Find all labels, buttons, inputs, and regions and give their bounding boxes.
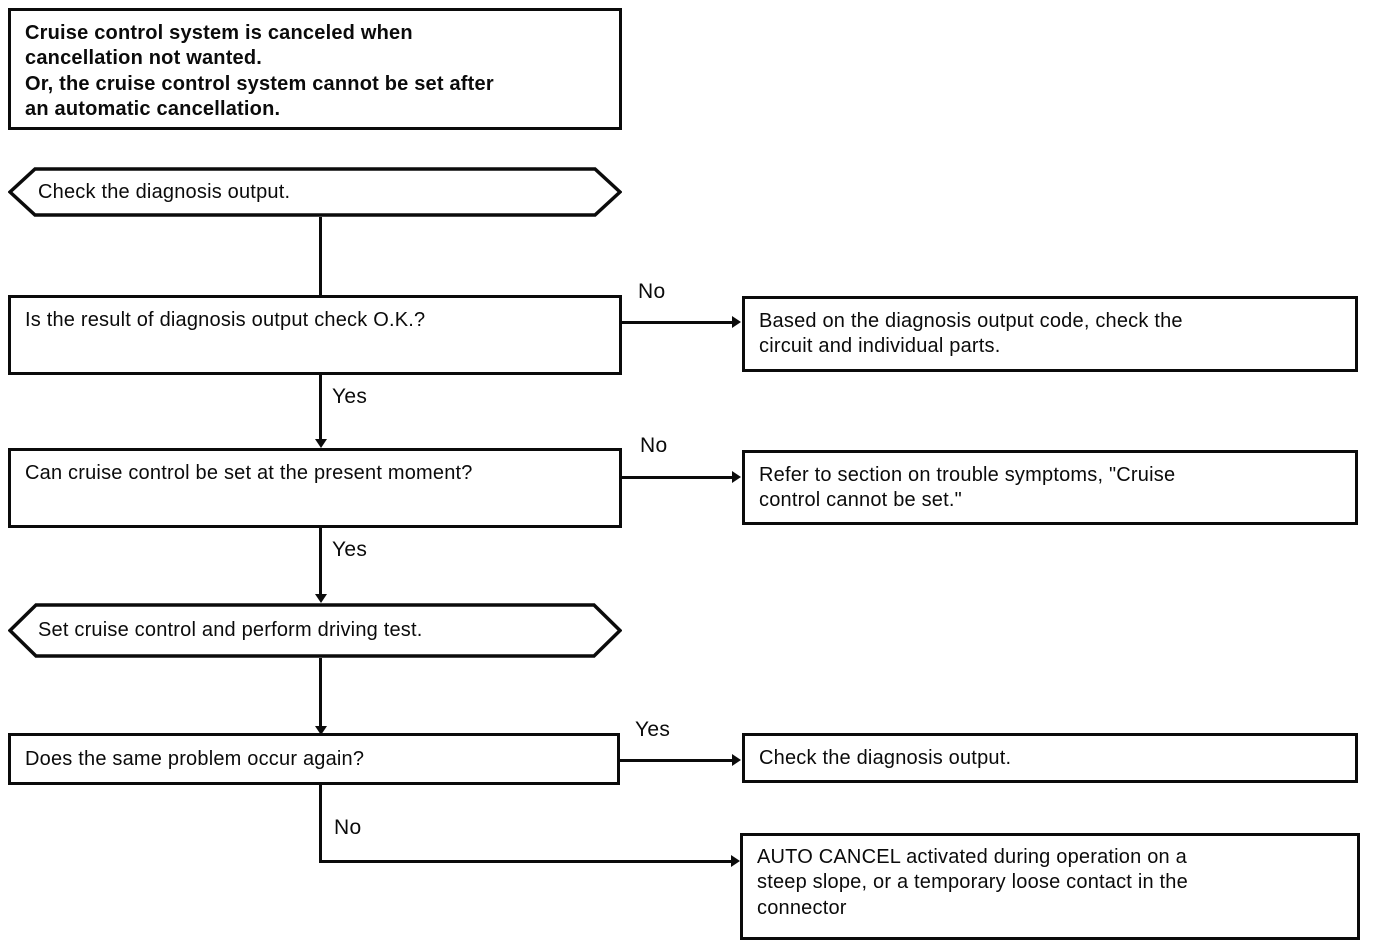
- hexagon-shape: [8, 603, 622, 658]
- problem-statement-box: Cruise control system is canceled when c…: [8, 8, 622, 130]
- q2-no-label: No: [640, 434, 668, 457]
- connector-q3-no-horizontal: [319, 860, 735, 863]
- connector-q2-no: [622, 476, 734, 479]
- decision-diagnosis-ok-box: Is the result of diagnosis output check …: [8, 295, 622, 375]
- arrowhead-q3-no: [731, 855, 740, 867]
- action-refer-symptoms-box: Refer to section on trouble symptoms, "C…: [742, 450, 1358, 525]
- connector-q2-yes: [319, 528, 322, 596]
- arrowhead-test-to-q3: [315, 726, 327, 735]
- connector-q3-no-vertical: [319, 785, 322, 863]
- connector-test-to-q3: [319, 658, 322, 728]
- arrowhead-q2-yes: [315, 594, 327, 603]
- step-driving-test-label: Set cruise control and perform driving t…: [38, 619, 423, 641]
- arrowhead-q3-yes: [732, 754, 741, 766]
- decision-problem-again-box: Does the same problem occur again?: [8, 733, 620, 785]
- hexagon-shape: [8, 167, 622, 217]
- q1-yes-label: Yes: [332, 385, 368, 408]
- arrowhead-q2-no: [732, 471, 741, 483]
- connector-q1-no: [622, 321, 734, 324]
- arrowhead-q1-no: [732, 316, 741, 328]
- q3-no-label: No: [334, 816, 362, 839]
- q1-no-label: No: [638, 280, 666, 303]
- q3-yes-label: Yes: [635, 718, 671, 741]
- step-check-diagnosis-hexagon: Check the diagnosis output.: [8, 167, 622, 217]
- action-check-output-box: Check the diagnosis output.: [742, 733, 1358, 783]
- arrowhead-q1-yes: [315, 439, 327, 448]
- step-driving-test-hexagon: Set cruise control and perform driving t…: [8, 603, 622, 658]
- connector-q3-yes: [620, 759, 734, 762]
- connector-check-to-q1: [319, 217, 322, 295]
- q2-yes-label: Yes: [332, 538, 368, 561]
- action-check-circuit-box: Based on the diagnosis output code, chec…: [742, 296, 1358, 372]
- conclusion-auto-cancel-box: AUTO CANCEL activated during operation o…: [740, 833, 1360, 940]
- decision-can-set-box: Can cruise control be set at the present…: [8, 448, 622, 528]
- connector-q1-yes: [319, 375, 322, 441]
- step-check-diagnosis-label: Check the diagnosis output.: [38, 180, 291, 203]
